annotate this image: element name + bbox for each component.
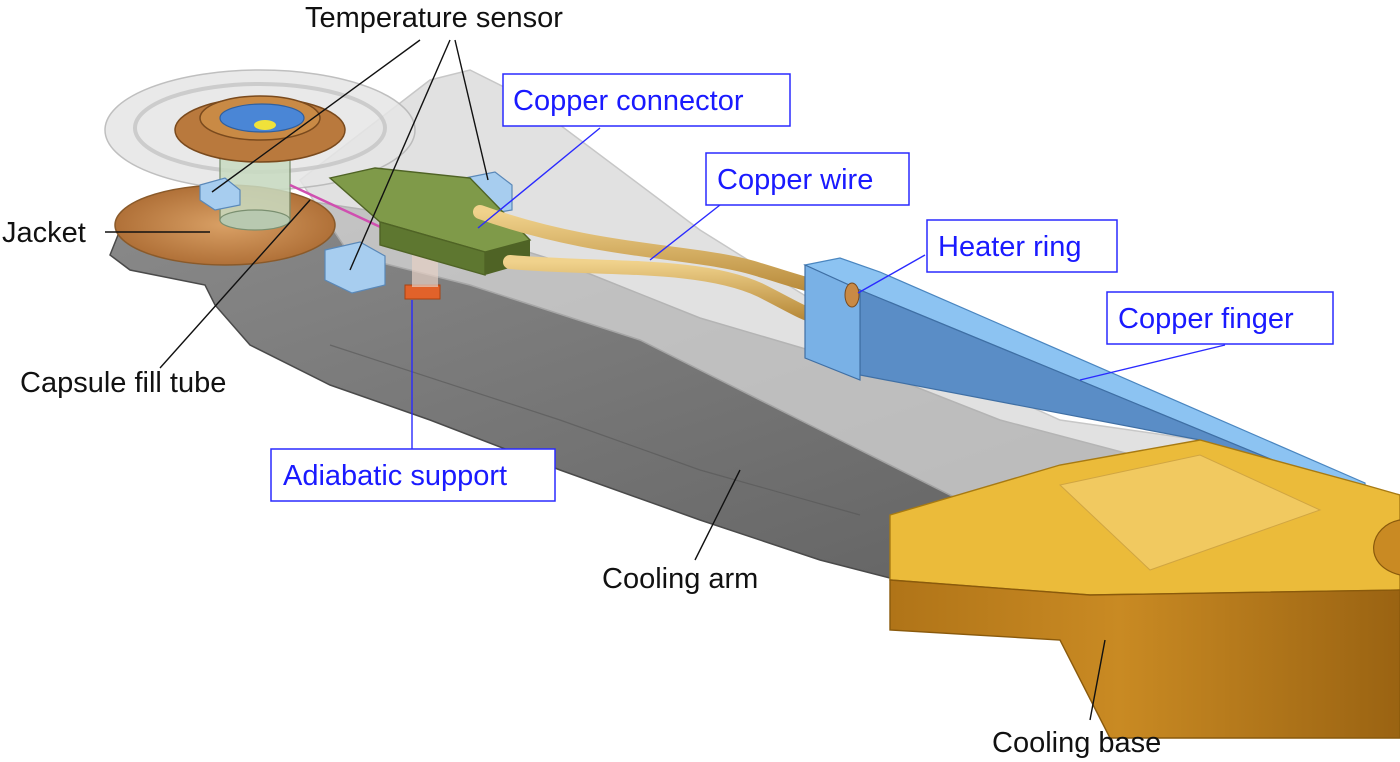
sample-center: [254, 120, 276, 130]
sensor-middle: [324, 241, 386, 294]
callout-box: [1106, 291, 1334, 345]
callout-box: [270, 448, 556, 502]
capsule-bottom: [219, 209, 291, 231]
cooling-base-front: [889, 579, 1400, 739]
sensor-left: [199, 177, 241, 211]
leader-copper-wire: [649, 204, 721, 261]
label-copper-wire: Copper wire: [717, 164, 873, 196]
label-cooling-base: Cooling base: [992, 727, 1161, 759]
label-copper-finger: Copper finger: [1118, 303, 1294, 335]
label-heater-ring: Heater ring: [938, 231, 1081, 263]
leader-lines: [105, 39, 1226, 721]
leader-temp-sensor-left: [211, 39, 421, 193]
adiabatic-support-block: [404, 284, 441, 300]
leader-copper-finger: [1079, 344, 1226, 381]
label-temperature-sensor: Temperature sensor: [305, 2, 563, 34]
label-copper-connector: Copper connector: [513, 85, 744, 117]
callout-copper-wire: Copper wire: [705, 152, 910, 206]
callout-box: [705, 152, 910, 206]
leader-cooling-arm: [694, 469, 741, 561]
callout-box: [926, 219, 1118, 273]
heater-ring-shape: [844, 282, 860, 308]
label-cooling-arm: Cooling arm: [602, 563, 758, 595]
leader-capsule-fill-tube: [159, 199, 311, 369]
copper-wire-lower: [503, 255, 827, 325]
callout-copper-finger: Copper finger: [1106, 291, 1334, 345]
capsule-assembly: [104, 69, 416, 266]
label-jacket: Jacket: [2, 217, 86, 249]
leader-cooling-base: [1089, 639, 1106, 721]
cooling-base: [889, 439, 1400, 739]
label-capsule-fill-tube: Capsule fill tube: [20, 367, 226, 399]
label-adiabatic-support: Adiabatic support: [283, 460, 507, 492]
callout-box: [502, 73, 791, 127]
cooling-base-inset: [1058, 454, 1322, 571]
callout-adiabatic-support: Adiabatic support: [270, 448, 556, 502]
cooling-arm-groove: [329, 344, 861, 516]
cooling-base-notch: [1373, 519, 1400, 576]
leader-copper-connector: [477, 127, 601, 229]
leader-heater-ring: [857, 254, 926, 294]
copper-connector: [328, 167, 532, 276]
sample-window: [219, 103, 305, 133]
callout-copper-connector: Copper connector: [502, 73, 791, 127]
callout-heater-ring: Heater ring: [926, 219, 1118, 273]
leader-temp-sensor-right: [454, 39, 489, 181]
leader-temp-sensor-mid: [349, 39, 451, 271]
